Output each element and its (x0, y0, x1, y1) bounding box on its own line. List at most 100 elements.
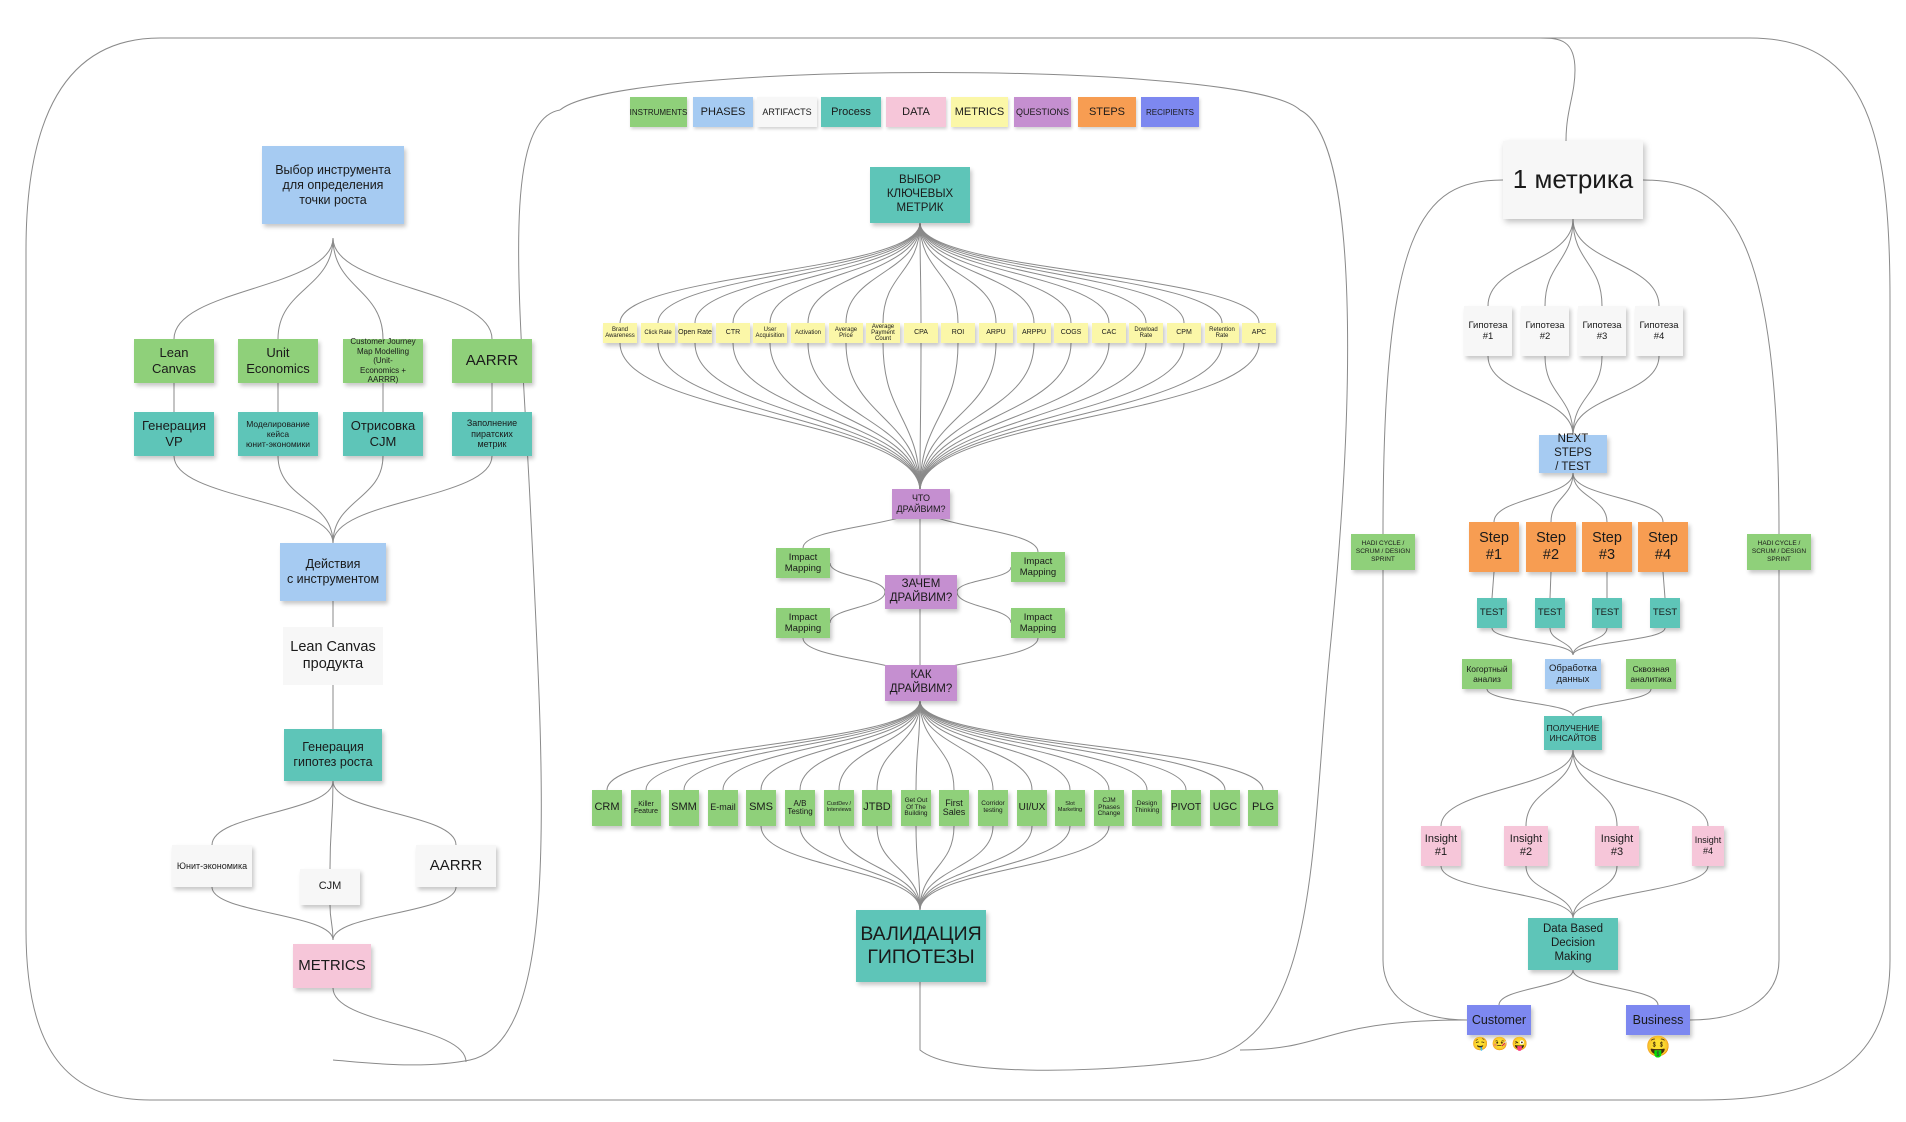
step-0[interactable]: Step #1 (1469, 522, 1519, 572)
metric-16[interactable]: Retention Rate (1205, 323, 1239, 343)
metric-5[interactable]: Activation (791, 323, 825, 343)
analysis-1[interactable]: Обработка данных (1545, 659, 1601, 689)
impact-mapping-3[interactable]: Impact Mapping (1011, 608, 1065, 638)
test-2[interactable]: TEST (1592, 598, 1622, 628)
hypothesis-validation[interactable]: ВАЛИДАЦИЯ ГИПОТЕЗЫ (856, 910, 986, 982)
data-based-decision[interactable]: Data Based Decision Making (1528, 918, 1618, 970)
metric-12[interactable]: COGS (1054, 323, 1088, 343)
legend-instruments: INSTRUMENTS (630, 97, 687, 127)
metric-7[interactable]: Average Payment Count (866, 323, 900, 343)
tool-16[interactable]: UGC (1210, 790, 1240, 826)
step-3[interactable]: Step #4 (1638, 522, 1688, 572)
metric-6[interactable]: Average Price (829, 323, 863, 343)
hypothesis-3[interactable]: Гипотеза #4 (1635, 306, 1683, 356)
insight-2[interactable]: Insight #3 (1595, 826, 1639, 866)
metric-branch (619, 222, 921, 324)
tool-7[interactable]: JTBD (862, 790, 892, 826)
hypothesis-generation[interactable]: Генерация гипотез роста (284, 729, 382, 781)
tool-3[interactable]: E-mail (708, 790, 738, 826)
one-metric[interactable]: 1 метрика (1503, 141, 1643, 219)
lean-canvas-artifact[interactable]: Lean Canvas продукта (283, 627, 383, 685)
tool-17[interactable]: PLG (1248, 790, 1278, 826)
process-0[interactable]: Генерация VP (134, 412, 214, 456)
metric-8[interactable]: CPA (904, 323, 938, 343)
customer-recipient[interactable]: Customer (1467, 1005, 1531, 1035)
key-metrics-choice[interactable]: ВЫБОР КЛЮЧЕВЫХ МЕТРИК (870, 167, 970, 223)
test-merge (1572, 627, 1608, 656)
output-2[interactable]: AARRR (416, 845, 496, 887)
test-3[interactable]: TEST (1650, 598, 1680, 628)
tool-11[interactable]: UI/UX (1017, 790, 1047, 826)
question-why[interactable]: ЗАЧЕМ ДРАЙВИМ? (885, 575, 957, 609)
metric-1[interactable]: Click Rate (641, 323, 675, 343)
legend-artifacts: ARTIFACTS (757, 97, 817, 127)
tool-6[interactable]: CustDev / Interviews (824, 790, 854, 826)
business-recipient[interactable]: Business (1626, 1005, 1690, 1035)
hypothesis-0[interactable]: Гипотеза #1 (1464, 306, 1512, 356)
instrument-3[interactable]: AARRR (452, 339, 532, 383)
metric-2[interactable]: Open Rate (678, 323, 712, 343)
metric-9[interactable]: ROI (941, 323, 975, 343)
tool-4[interactable]: SMS (746, 790, 776, 826)
decision-business (1572, 969, 1659, 1006)
next-steps-test[interactable]: NEXT STEPS / TEST (1539, 433, 1607, 473)
hypothesis-1[interactable]: Гипотеза #2 (1521, 306, 1569, 356)
question-how[interactable]: КАК ДРАЙВИМ? (885, 665, 957, 701)
output-1[interactable]: CJM (300, 869, 360, 905)
process-1[interactable]: Моделирование кейса юнит-экономики (238, 412, 318, 456)
process-3[interactable]: Заполнение пиратских метрик (452, 412, 532, 456)
insight-1[interactable]: Insight #2 (1504, 826, 1548, 866)
tool-9[interactable]: First Sales (939, 790, 969, 826)
metric-11[interactable]: ARPPU (1017, 323, 1051, 343)
process-2[interactable]: Отрисовка CJM (343, 412, 423, 456)
actions-with-tool[interactable]: Действия с инструментом (280, 543, 386, 601)
tool-1[interactable]: Killer Feature (631, 790, 661, 826)
tool-15[interactable]: PIVOT (1171, 790, 1201, 826)
metrics-data[interactable]: METRICS (293, 944, 371, 988)
instrument-2[interactable]: Customer Journey Map Modelling (Unit- Ec… (343, 337, 423, 384)
metric-3[interactable]: CTR (716, 323, 750, 343)
metric-15[interactable]: CPM (1167, 323, 1201, 343)
q2-impact (956, 566, 1012, 593)
hadi-cycle-right[interactable]: HADI CYCLE / SCRUM / DESIGN SPRINT (1747, 534, 1811, 570)
impact-mapping-0[interactable]: Impact Mapping (776, 548, 830, 578)
test-1[interactable]: TEST (1535, 598, 1565, 628)
analysis-2[interactable]: Сквозная аналитика (1626, 659, 1676, 689)
instrument-1[interactable]: Unit Economics (238, 339, 318, 383)
step-1[interactable]: Step #2 (1526, 522, 1576, 572)
hadi-cycle-left[interactable]: HADI CYCLE / SCRUM / DESIGN SPRINT (1351, 534, 1415, 570)
metric-14[interactable]: Dowload Rate (1129, 323, 1163, 343)
metric-branch (919, 222, 1072, 324)
tool-5[interactable]: A/B Testing (785, 790, 815, 826)
tool-branch (919, 700, 1071, 791)
metric-13[interactable]: CAC (1092, 323, 1126, 343)
hypothesis-2[interactable]: Гипотеза #3 (1578, 306, 1626, 356)
q2-impact (829, 562, 886, 593)
metric-10[interactable]: ARPU (979, 323, 1013, 343)
metric-4[interactable]: User Acquisition (753, 323, 787, 343)
question-what[interactable]: ЧТО ДРАЙВИМ? (892, 489, 950, 519)
test-0[interactable]: TEST (1477, 598, 1507, 628)
growth-point-tool-choice[interactable]: Выбор инструмента для определения точки … (262, 146, 404, 224)
tool-0[interactable]: CRM (592, 790, 622, 826)
tool-2[interactable]: SMM (669, 790, 699, 826)
tool-8[interactable]: Get Out Of The Building (901, 790, 931, 826)
getting-insights[interactable]: ПОЛУЧЕНИЕ ИНСАЙТОВ (1544, 716, 1602, 750)
output-0[interactable]: Юнит-экономика (172, 845, 252, 887)
step-2[interactable]: Step #3 (1582, 522, 1632, 572)
analysis-0[interactable]: Когортный анализ (1462, 659, 1512, 689)
tool-14[interactable]: Design Thinking (1132, 790, 1162, 826)
tool-12[interactable]: Slot Marketing (1055, 790, 1085, 826)
tool-merge (919, 825, 955, 911)
tool-10[interactable]: Corridor testing (978, 790, 1008, 826)
tool-13[interactable]: CJM Phases Change (1094, 790, 1124, 826)
metric-0[interactable]: Brand Awareness (603, 323, 637, 343)
generation-branch (211, 780, 334, 846)
metric-17[interactable]: APC (1242, 323, 1276, 343)
impact-mapping-2[interactable]: Impact Mapping (776, 608, 830, 638)
impact-mapping-1[interactable]: Impact Mapping (1011, 552, 1065, 582)
insight-0[interactable]: Insight #1 (1421, 826, 1461, 866)
insight-3[interactable]: Insight #4 (1692, 826, 1724, 866)
metric-merge (619, 342, 921, 492)
instrument-0[interactable]: Lean Canvas (134, 339, 214, 383)
